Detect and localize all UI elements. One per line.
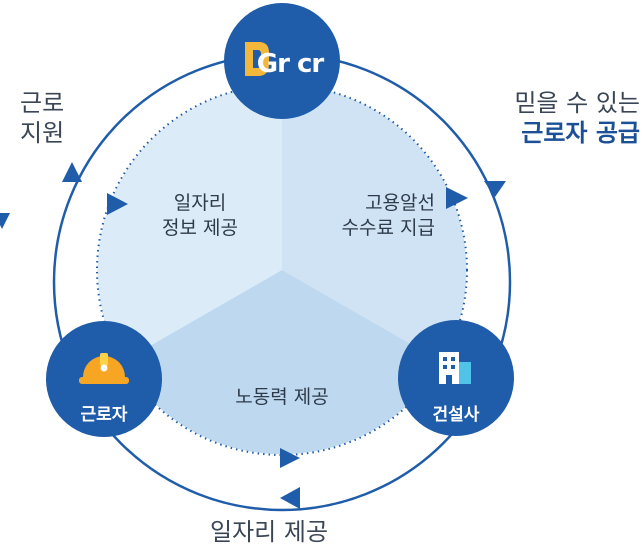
inner-arrow-left: [107, 193, 128, 215]
outer-arrow-right: [484, 181, 506, 197]
platform-node: [224, 3, 340, 119]
reliable-supply-label: 믿을 수 있는 근로자 공급: [480, 88, 640, 148]
job-offer-label: 일자리 제공: [210, 518, 329, 546]
placement-fee-segment-label: 고용알선 수수료 지급: [300, 191, 435, 241]
job-info-line-1: 일자리: [173, 192, 227, 214]
worker-node-label: 근로자: [80, 405, 128, 425]
inner-dotted-ring: [96, 84, 468, 456]
reliable-supply-line-1: 믿을 수 있는: [514, 89, 640, 117]
labor-supply-segment-label: 노동력 제공: [235, 386, 329, 408]
construction-node-label: 건설사: [432, 405, 480, 425]
segment-placement-fee: [282, 85, 467, 362]
segment-labor-supply: [122, 270, 442, 455]
worker-support-line-1: 근로: [20, 89, 65, 117]
inner-arrow-right: [446, 187, 468, 209]
job-info-line-2: 정보 제공: [162, 217, 238, 239]
reliable-supply-line-2: 근로자 공급: [521, 119, 640, 147]
job-info-segment-label: 일자리 정보 제공: [140, 191, 260, 241]
segment-job-info: [97, 85, 282, 362]
placement-fee-line-2: 수수료 지급: [341, 217, 435, 239]
edge-arrow-partial: [0, 213, 10, 229]
outer-arrow-bottom: [280, 487, 300, 509]
hardhat-icon: [79, 353, 129, 384]
svg-text:Gr cr: Gr cr: [257, 49, 325, 79]
worker-support-label: 근로 지원: [20, 88, 64, 148]
worker-support-line-2: 지원: [20, 119, 65, 147]
building-icon: [439, 352, 471, 384]
outer-arrow-left: [62, 162, 82, 182]
inner-arrow-bottom: [280, 448, 300, 468]
placement-fee-line-1: 고용알선: [365, 192, 435, 214]
platform-logo-icon: Gr cr: [245, 42, 325, 79]
